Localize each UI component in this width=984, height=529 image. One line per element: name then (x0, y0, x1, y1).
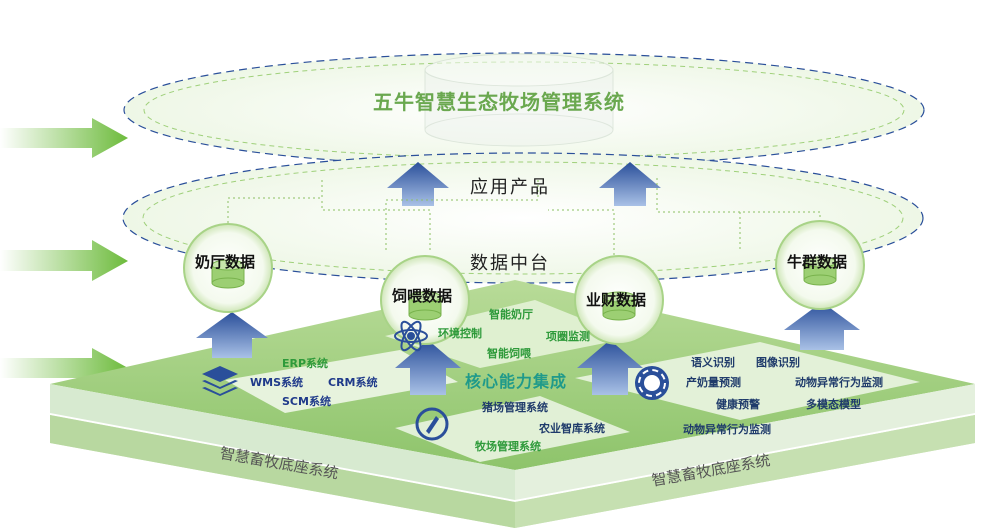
item-env-control: 环境控制 (438, 327, 482, 340)
up-arrow-icon (387, 162, 449, 206)
system-wms: WMS系统 (250, 376, 304, 389)
lifebuoy-icon (635, 366, 669, 400)
diagram-title: 五牛智慧生态牧场管理系统 (373, 90, 625, 114)
item-ranch-mgmt: 牧场管理系统 (475, 440, 541, 453)
data-node-herd: 牛群数据 (787, 253, 848, 271)
database-icon (424, 53, 614, 147)
item-smart-milking: 智能奶厅 (489, 308, 533, 321)
database-icon (803, 256, 837, 286)
left-arrows (0, 118, 128, 388)
right-arrow-icon (0, 240, 128, 281)
up-arrow-icon (784, 302, 860, 350)
system-erp: ERP系统 (282, 357, 329, 370)
core-capability-label: 核心能力集成 (465, 372, 568, 391)
system-scm: SCM系统 (282, 395, 331, 408)
database-icon (602, 291, 636, 321)
system-crm: CRM系统 (328, 376, 378, 389)
layers-icon (202, 366, 238, 396)
item-semantic: 语义识别 (691, 356, 735, 369)
item-image: 图像识别 (756, 356, 800, 369)
item-multimodal: 多模态模型 (806, 398, 861, 411)
item-collar-monitor: 项圈监测 (546, 330, 590, 343)
up-arrow-icon (196, 312, 268, 358)
up-arrow-icon (599, 162, 661, 206)
middle-ellipse-inner (142, 161, 904, 275)
up-arrow-icon (577, 340, 643, 395)
item-agri-think-tank: 农业智库系统 (539, 422, 605, 435)
base-platform (50, 280, 975, 528)
item-pig-farm: 猪场管理系统 (482, 401, 548, 414)
data-node-finance: 业财数据 (586, 291, 647, 309)
item-abnormal-2: 动物异常行为监测 (683, 423, 771, 436)
item-abnormal-1: 动物异常行为监测 (795, 376, 883, 389)
item-smart-feeding: 智能饲喂 (487, 347, 531, 360)
item-yield-predict: 产奶量预测 (686, 376, 741, 389)
atom-icon (394, 320, 428, 352)
database-icon (211, 259, 245, 289)
data-node-milking: 奶厅数据 (195, 253, 256, 271)
item-health-alert: 健康预警 (716, 398, 760, 411)
middle-ellipse (122, 152, 924, 284)
up-arrow-icon (395, 340, 461, 395)
data-node-feeding: 饲喂数据 (392, 287, 453, 305)
right-arrow-icon (0, 118, 128, 158)
data-middle-label: 数据中台 (470, 253, 550, 274)
app-products-label: 应用产品 (470, 177, 550, 198)
compass-icon (415, 407, 449, 441)
database-icon (408, 291, 442, 321)
